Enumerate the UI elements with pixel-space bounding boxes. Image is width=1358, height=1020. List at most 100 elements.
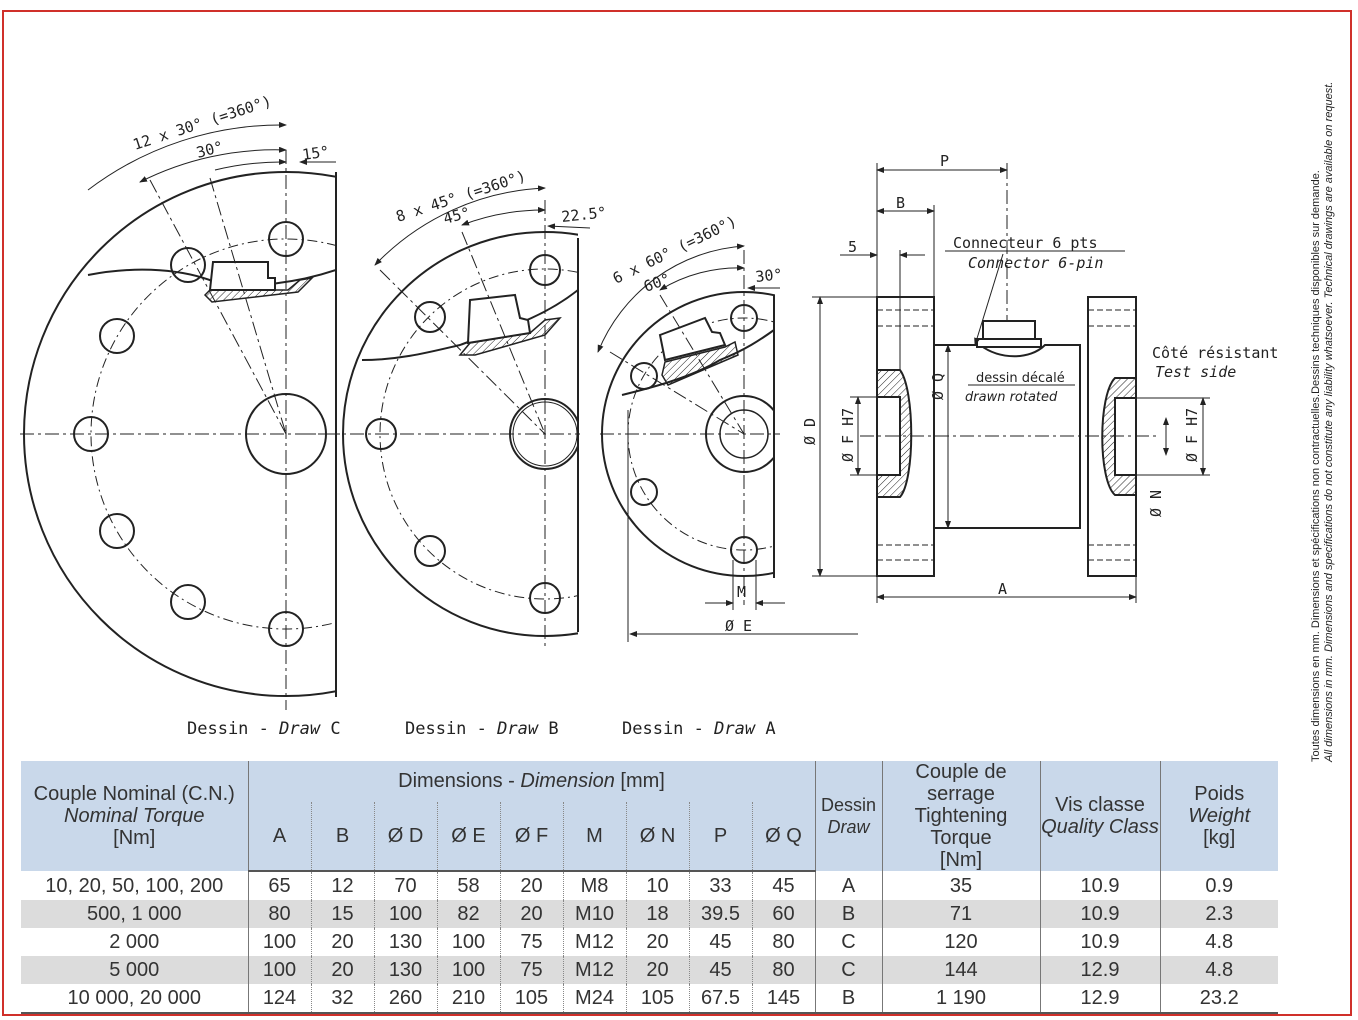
cell-dimension: 100: [247, 928, 311, 956]
dim-p-label: P: [940, 152, 949, 170]
cell-dimension: M8: [562, 871, 626, 900]
cell-quality-class: 10.9: [1039, 928, 1160, 956]
cell-dimension: 100: [436, 928, 500, 956]
side-note-fr: Toutes dimensions en mm. Dimensions et s…: [1310, 170, 1322, 762]
cell-dimension: M10: [562, 900, 626, 928]
cell-dimension: 45: [751, 871, 815, 900]
cell-draw: C: [814, 956, 882, 984]
cell-weight: 2.3: [1159, 900, 1278, 928]
cell-dimension: 130: [373, 956, 437, 984]
connector-label-en: Connector 6-pin: [968, 254, 1103, 272]
rotated-label-en: drawn rotated: [965, 390, 1058, 405]
cell-dimension: 20: [625, 956, 689, 984]
header-torque: Couple Nominal (C.N.) Nominal Torque [Nm…: [21, 761, 248, 871]
cell-draw: A: [814, 871, 882, 900]
cell-dimension: 60: [751, 900, 815, 928]
dim-a-label: A: [998, 580, 1007, 598]
draw-a-angle-total: 6 x 60° (=360°): [610, 212, 740, 288]
header-dim-q: Ø Q: [751, 801, 815, 873]
dim-e-label: Ø E: [725, 617, 752, 635]
cell-dimension: 15: [310, 900, 374, 928]
cell-dimension: 45: [688, 928, 752, 956]
cell-quality-class: 12.9: [1039, 984, 1160, 1014]
technical-drawing: 12 x 30° (=360°) 30° 15°: [20, 92, 1278, 710]
cell-torque: 500, 1 000: [21, 900, 248, 928]
header-dim-d: Ø D: [373, 801, 437, 873]
cell-dimension: 75: [499, 928, 563, 956]
cell-dimension: 130: [373, 928, 437, 956]
cell-dimension: 82: [436, 900, 500, 928]
cell-torque: 5 000: [21, 956, 248, 984]
cell-dimension: 39.5: [688, 900, 752, 928]
cell-quality-class: 10.9: [1039, 900, 1160, 928]
cell-dimension: 80: [751, 956, 815, 984]
draw-a-offset: 30°: [755, 265, 784, 286]
cell-dimension: 33: [688, 871, 752, 900]
cell-weight: 4.8: [1159, 956, 1278, 984]
dim-f-left-label: Ø F H7: [839, 408, 857, 462]
specs-table: Couple Nominal (C.N.) Nominal Torque [Nm…: [21, 761, 1278, 1014]
header-dim-f: Ø F: [499, 801, 563, 873]
dim-m-label: M: [737, 583, 746, 601]
side-note: Toutes dimensions en mm. Dimensions et s…: [1310, 32, 1336, 762]
cell-weight: 23.2: [1159, 984, 1278, 1014]
cell-dimension: 145: [751, 984, 815, 1014]
cell-dimension: 80: [247, 900, 311, 928]
cell-tightening: 71: [881, 900, 1040, 928]
cell-tightening: 35: [881, 871, 1040, 900]
header-dimensions: Dimensions - Dimension [mm]: [247, 761, 815, 802]
cell-torque: 10, 20, 50, 100, 200: [45, 874, 224, 897]
draw-c-angle-step: 30°: [194, 137, 225, 161]
cell-dimension: 20: [310, 956, 374, 984]
cell-draw: B: [814, 984, 882, 1014]
cell-dimension: 10: [625, 871, 689, 900]
draw-b-offset: 22.5°: [561, 203, 608, 226]
cell-torque: 2 000: [109, 931, 160, 953]
cell-quality-class: 12.9: [1039, 956, 1160, 984]
header-dim-a: A: [247, 801, 311, 873]
cell-dimension: M12: [562, 956, 626, 984]
cell-dimension: 45: [688, 956, 752, 984]
cell-tightening: 144: [881, 956, 1040, 984]
draw-b-view: [300, 185, 591, 650]
cell-quality-class: 10.9: [1039, 871, 1160, 900]
cell-dimension: 124: [247, 984, 311, 1014]
cell-dimension: M24: [562, 984, 626, 1014]
draw-a-view: [597, 243, 858, 642]
draw-c-offset: 15°: [301, 142, 330, 164]
test-side-label-fr: Côté résistant: [1152, 344, 1278, 362]
cell-dimension: 65: [247, 871, 311, 900]
rotated-label-fr: dessin décalé: [976, 371, 1065, 386]
cell-draw: C: [814, 928, 882, 956]
cell-dimension: 67.5: [688, 984, 752, 1014]
cell-dimension: 100: [373, 900, 437, 928]
caption-draw-c: Dessin - Draw C: [187, 719, 341, 739]
test-side-label-en: Test side: [1155, 363, 1236, 381]
cell-tightening: 1 190: [881, 984, 1040, 1014]
dim-d-label: Ø D: [801, 418, 819, 445]
cell-weight: 0.9: [1159, 871, 1278, 900]
cell-dimension: 80: [751, 928, 815, 956]
header-dim-b: B: [310, 801, 374, 873]
cell-dimension: 100: [436, 956, 500, 984]
cell-tightening: 120: [881, 928, 1040, 956]
cell-dimension: 105: [625, 984, 689, 1014]
cell-dimension: 20: [625, 928, 689, 956]
cell-dimension: 100: [247, 956, 311, 984]
header-dim-m: M: [562, 801, 626, 873]
cell-dimension: 58: [436, 871, 500, 900]
side-note-en: All dimensions in mm. Dimensions and spe…: [1323, 81, 1335, 762]
cell-dimension: 20: [310, 928, 374, 956]
cell-dimension: 12: [310, 871, 374, 900]
caption-draw-a: Dessin - Draw A: [622, 719, 776, 739]
cell-draw: B: [814, 900, 882, 928]
dim-b-label: B: [896, 194, 905, 212]
